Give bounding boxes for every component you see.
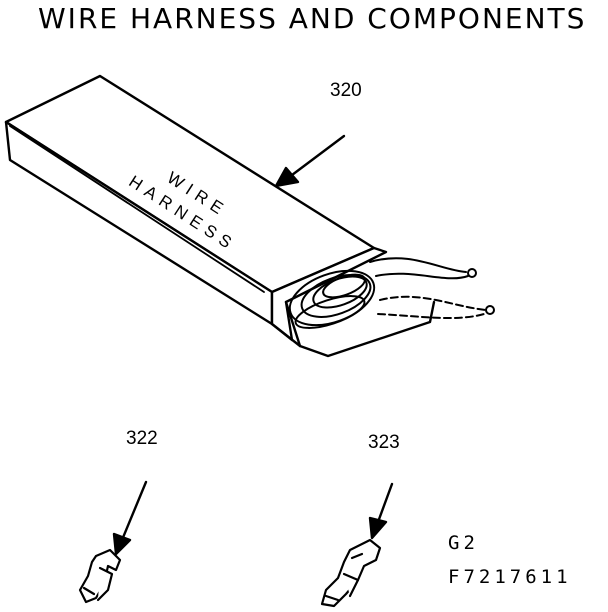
terminal-323: [320, 538, 382, 608]
wire-coil: [288, 269, 376, 329]
wire-harness-box: [4, 74, 495, 358]
part-number-320: 320: [330, 80, 362, 101]
reference-code-line2: F7217611: [448, 566, 572, 588]
arrow-322: [112, 480, 148, 556]
part-number-322: 322: [126, 428, 158, 449]
wire-leads: [369, 257, 495, 320]
arrow-323: [368, 482, 394, 540]
part-number-323: 323: [368, 432, 400, 453]
diagram-title: WIRE HARNESS AND COMPONENTS: [38, 2, 587, 35]
reference-code-line1: G2: [448, 532, 479, 554]
terminal-322: [78, 548, 122, 604]
arrow-320: [274, 134, 346, 188]
